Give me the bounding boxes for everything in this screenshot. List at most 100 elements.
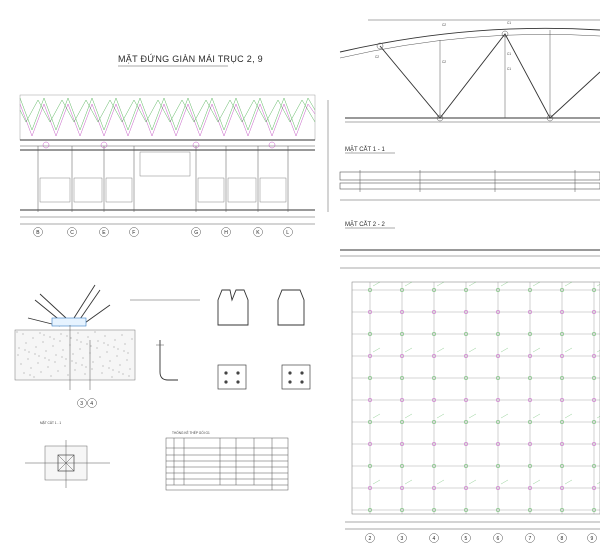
truss-detail: C2 C1 C2 C1 C1 C2 xyxy=(339,19,600,123)
section-2-2: MẶT CẮT 2 - 2 xyxy=(340,220,600,269)
plan-node xyxy=(367,441,373,447)
truss-label-c2-mid: C2 xyxy=(442,60,446,64)
plan-node xyxy=(367,463,373,469)
plan-node xyxy=(591,485,597,491)
plan-node xyxy=(367,287,373,293)
plan-node xyxy=(463,419,469,425)
plan-node xyxy=(399,397,405,403)
plan-node xyxy=(431,397,437,403)
plan-node xyxy=(495,419,501,425)
plan-node xyxy=(463,463,469,469)
plan-node xyxy=(591,375,597,381)
plan-node xyxy=(399,419,405,425)
plan-node xyxy=(527,331,533,337)
joint-detail: 3 4 xyxy=(14,284,136,408)
plan-node xyxy=(495,375,501,381)
plan-node xyxy=(399,375,405,381)
plan-node xyxy=(367,507,373,513)
plan-node xyxy=(463,287,469,293)
plan-node xyxy=(527,287,533,293)
plan-node xyxy=(495,463,501,469)
axis-label-K: K xyxy=(256,230,260,236)
detail-marker-4: 4 xyxy=(90,401,93,407)
plan-node xyxy=(495,397,501,403)
plan-node xyxy=(591,287,597,293)
axis-label-H: H xyxy=(224,230,228,236)
plan-node xyxy=(399,353,405,359)
grid-label-6: 6 xyxy=(497,536,500,542)
plan-node xyxy=(559,309,565,315)
plan-node xyxy=(495,441,501,447)
section22-title: MẶT CẮT 2 - 2 xyxy=(345,220,385,228)
axis-label-B: B xyxy=(36,230,40,236)
plan-node xyxy=(559,375,565,381)
axis-label-F: F xyxy=(132,230,135,236)
plan-node xyxy=(527,397,533,403)
truss-label-c1-upper: C1 xyxy=(507,52,511,56)
plan-node xyxy=(559,419,565,425)
plan-node xyxy=(559,507,565,513)
plan-node xyxy=(367,419,373,425)
plan-node xyxy=(431,309,437,315)
plan-node xyxy=(399,309,405,315)
plan-node xyxy=(495,309,501,315)
elevation-title: MẶT ĐỨNG GIÀN MÁI TRỤC 2, 9 xyxy=(118,54,263,64)
plan-node xyxy=(527,507,533,513)
plan-node xyxy=(527,419,533,425)
plan-node xyxy=(367,331,373,337)
bracket-details xyxy=(217,289,311,390)
plan-node xyxy=(431,353,437,359)
plan-node xyxy=(463,309,469,315)
grid-label-3: 3 xyxy=(401,536,404,542)
plan-node xyxy=(399,287,405,293)
plan-node xyxy=(463,353,469,359)
truss-label-c2-left: C2 xyxy=(375,55,379,59)
plan-node xyxy=(591,463,597,469)
plan-node xyxy=(559,331,565,337)
grid-label-8: 8 xyxy=(561,536,564,542)
plan-node xyxy=(527,309,533,315)
grid-label-9: 9 xyxy=(591,536,594,542)
plan-node xyxy=(591,419,597,425)
plan-node xyxy=(495,485,501,491)
plan-node xyxy=(463,441,469,447)
plan-node xyxy=(591,309,597,315)
plan-node xyxy=(591,441,597,447)
plan-node xyxy=(463,331,469,337)
truss-label-c1-mid: C1 xyxy=(507,67,511,71)
plan-node xyxy=(463,507,469,513)
plan-node xyxy=(431,463,437,469)
plan-node xyxy=(399,441,405,447)
grid-label-2: 2 xyxy=(369,536,372,542)
plan-node xyxy=(591,507,597,513)
plan-node xyxy=(367,353,373,359)
plan-node xyxy=(367,397,373,403)
plan-node xyxy=(591,353,597,359)
plan-node xyxy=(463,375,469,381)
plan-node xyxy=(431,331,437,337)
detail-marker-3: 3 xyxy=(80,401,83,407)
plan-node xyxy=(559,397,565,403)
column-frame xyxy=(20,141,315,212)
plan-node xyxy=(431,441,437,447)
plan-node xyxy=(559,441,565,447)
axis-label-E: E xyxy=(102,230,106,236)
plan-node xyxy=(399,331,405,337)
plan-node xyxy=(495,507,501,513)
plan-node xyxy=(527,463,533,469)
plan-node xyxy=(559,353,565,359)
roof-plan-grid: 2 3 4 5 6 7 8 9 xyxy=(345,281,600,543)
plan-node xyxy=(367,485,373,491)
section-1-1: MẶT CẮT 1 - 1 xyxy=(339,145,600,201)
anchor-bolt-detail xyxy=(130,299,200,381)
axis-label-C: C xyxy=(70,230,74,236)
plan-node xyxy=(431,485,437,491)
axis-bubbles: B C E F G H K L xyxy=(33,227,293,237)
steel-table: THỐNG KÊ THÉP GỐI G1 xyxy=(165,430,289,491)
plan-node xyxy=(495,353,501,359)
grid-label-7: 7 xyxy=(529,536,532,542)
section11-title: MẶT CẮT 1 - 1 xyxy=(345,145,385,153)
plan-node xyxy=(367,375,373,381)
plan-node xyxy=(495,287,501,293)
